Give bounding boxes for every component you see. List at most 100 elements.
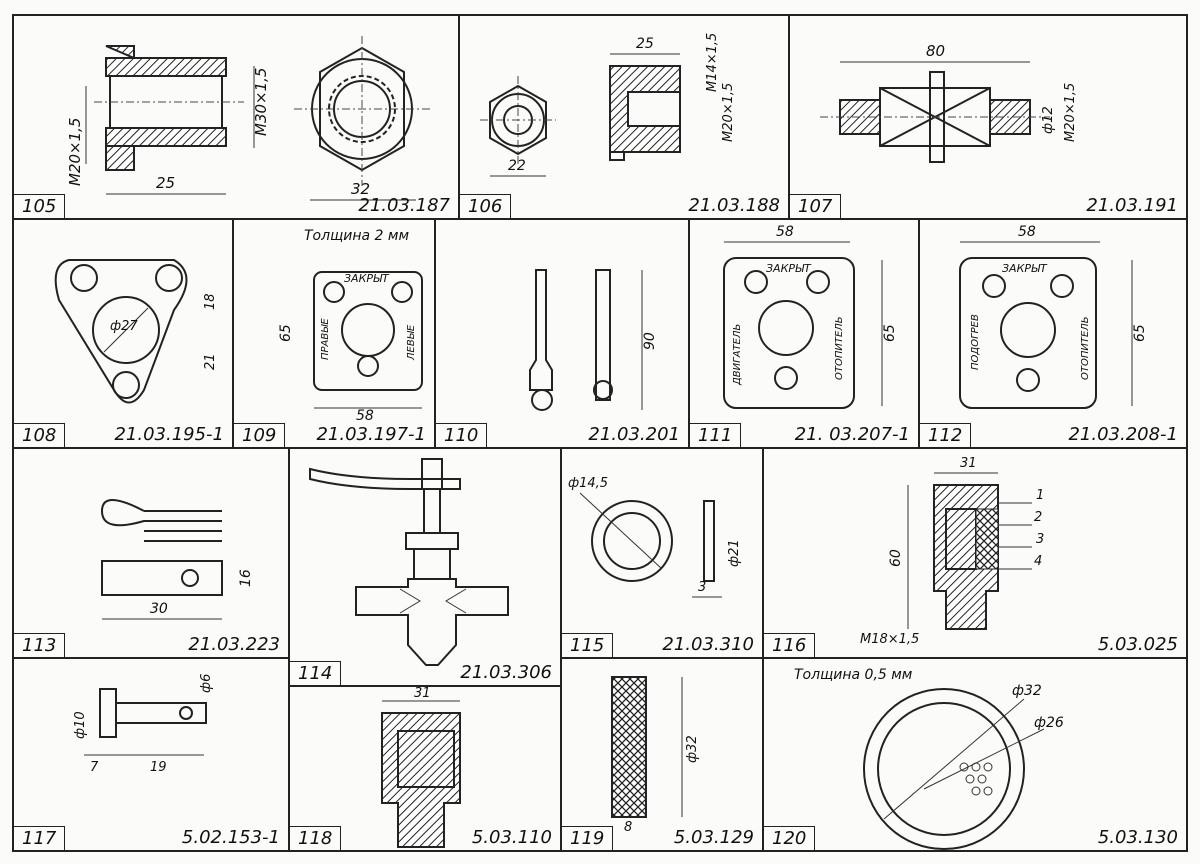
part-109: Толщина 2 мм ЗАКРЫТ ПРАВЫЕ ЛЕВЫЕ 65 58 1… xyxy=(232,218,436,449)
dim-thread-inner: М20×1,5 xyxy=(66,118,84,186)
part-118: 31 118 5.03.110 xyxy=(288,685,562,852)
dim-length: 25 xyxy=(156,174,175,192)
part-number: 111 xyxy=(690,423,742,447)
dim-length: 30 xyxy=(150,601,168,617)
dim-shaft-len: 19 xyxy=(150,760,167,775)
part-number: 118 xyxy=(290,826,342,850)
part-code: 5.03.025 xyxy=(1097,634,1178,655)
dim-thickness: 8 xyxy=(624,820,632,835)
callout-2: 2 xyxy=(1034,510,1042,525)
mark-heater: ОТОПИТЕЛЬ xyxy=(834,316,845,380)
part-number: 105 xyxy=(14,194,66,218)
dim-hex: 22 xyxy=(508,158,526,174)
dim-thread-small: М14×1,5 xyxy=(705,33,720,92)
part-code: 21.03.195-1 xyxy=(114,424,224,445)
part-117: ф10 ф6 7 19 117 5.02.153-1 xyxy=(12,657,290,852)
part-106: 22 25 М14×1,5 М20×1,5 106 21.03.188 xyxy=(458,14,790,220)
dim-inner: ф26 xyxy=(1034,715,1064,731)
part-code: 5.02.153-1 xyxy=(181,827,280,848)
mark-closed: ЗАКРЫТ xyxy=(1002,262,1048,275)
callout-1: 1 xyxy=(1036,488,1044,503)
callout-4: 4 xyxy=(1034,554,1042,569)
part-code: 21.03.223 xyxy=(188,634,280,655)
dim-width: 16 xyxy=(238,569,254,587)
dim-width: 58 xyxy=(356,408,374,424)
dim-height: 65 xyxy=(882,324,898,342)
part-113: 30 16 113 21.03.223 xyxy=(12,447,290,659)
mark-preheat: ПОДОГРЕВ xyxy=(970,314,981,370)
thickness-note: Толщина 0,5 мм xyxy=(794,667,913,683)
part-code: 21.03.197-1 xyxy=(316,424,426,445)
part-number: 116 xyxy=(764,633,816,657)
dim-hole: ф6 xyxy=(199,674,214,693)
part-number: 106 xyxy=(460,194,512,218)
dim-bore: ф27 xyxy=(110,319,138,334)
part-116: 31 60 М18×1,5 1 2 3 4 116 5.03.025 xyxy=(762,447,1188,659)
dim-outer: ф21 xyxy=(727,539,742,567)
part-code: 21.03.187 xyxy=(358,195,450,216)
part-code: 21.03.208-1 xyxy=(1068,424,1178,445)
part-number: 107 xyxy=(790,194,842,218)
part-107: 80 ф12 М20×1,5 107 21.03.191 xyxy=(788,14,1188,220)
dim-diameter: ф32 xyxy=(685,735,700,763)
dim-bore: ф12 xyxy=(1041,106,1056,134)
part-108: ф27 18 21 108 21.03.195-1 xyxy=(12,218,234,449)
part-code: 21.03.201 xyxy=(588,424,680,445)
mark-closed: ЗАКРЫТ xyxy=(344,272,390,285)
dim-width: 31 xyxy=(960,456,977,471)
part-code: 21.03.310 xyxy=(662,634,754,655)
part-code: 5.03.129 xyxy=(673,827,754,848)
part-code: 21. 03.207-1 xyxy=(794,424,910,445)
mark-left: ЛЕВЫЕ xyxy=(406,324,417,361)
part-number: 112 xyxy=(920,423,972,447)
part-number: 120 xyxy=(764,826,816,850)
part-number: 108 xyxy=(14,423,66,447)
dim-thickness: 3 xyxy=(698,580,706,595)
dim-width: 58 xyxy=(1018,224,1036,240)
part-code: 21.03.306 xyxy=(460,662,552,683)
dim-length: 90 xyxy=(642,332,658,350)
dim-height: 60 xyxy=(888,549,904,567)
thickness-note: Толщина 2 мм xyxy=(304,228,409,244)
dim-length: 80 xyxy=(926,42,945,60)
part-105: М20×1,5 М30×1,5 25 32 105 21.03.187 xyxy=(12,14,460,220)
dim-inner: ф14,5 xyxy=(568,476,608,491)
dim-thread-large: М20×1,5 xyxy=(721,83,736,142)
part-number: 115 xyxy=(562,633,614,657)
dim-head-len: 7 xyxy=(90,760,99,775)
part-110: 90 110 21.03.201 xyxy=(434,218,690,449)
part-number: 109 xyxy=(234,423,286,447)
part-number: 114 xyxy=(290,661,342,685)
part-number: 110 xyxy=(436,423,488,447)
dim-lower: 21 xyxy=(203,353,218,370)
dim-height: 65 xyxy=(1132,324,1148,342)
dim-thread-outer: М30×1,5 xyxy=(252,68,270,136)
part-code: 5.03.110 xyxy=(471,827,552,848)
dim-thread: М20×1,5 xyxy=(1063,83,1078,142)
dim-length: 25 xyxy=(636,36,654,52)
dim-upper: 18 xyxy=(203,293,218,310)
dim-height: 65 xyxy=(278,324,294,342)
part-119: ф32 8 119 5.03.129 xyxy=(560,657,764,852)
part-number: 117 xyxy=(14,826,66,850)
dim-width: 58 xyxy=(776,224,794,240)
part-111: 58 ЗАКРЫТ ДВИГАТЕЛЬ ОТОПИТЕЛЬ 65 111 21.… xyxy=(688,218,920,449)
dim-thread: М18×1,5 xyxy=(860,632,919,647)
dim-hex: 32 xyxy=(351,180,370,198)
dim-width: 31 xyxy=(414,687,431,701)
mark-right: ПРАВЫЕ xyxy=(320,318,331,360)
part-112: 58 ЗАКРЫТ ПОДОГРЕВ ОТОПИТЕЛЬ 65 112 21.0… xyxy=(918,218,1188,449)
dim-outer: ф32 xyxy=(1012,683,1042,699)
part-114: 114 21.03.306 xyxy=(288,447,562,687)
part-115: ф14,5 ф21 3 115 21.03.310 xyxy=(560,447,764,659)
mark-engine: ДВИГАТЕЛЬ xyxy=(732,324,743,386)
part-number: 113 xyxy=(14,633,66,657)
part-number: 119 xyxy=(562,826,614,850)
part-code: 21.03.191 xyxy=(1086,195,1178,216)
part-120: Толщина 0,5 мм ф32 ф26 120 5.03.130 xyxy=(762,657,1188,852)
callout-3: 3 xyxy=(1036,532,1044,547)
part-code: 21.03.188 xyxy=(688,195,780,216)
mark-heater: ОТОПИТЕЛЬ xyxy=(1080,316,1091,380)
dim-head: ф10 xyxy=(73,711,88,739)
